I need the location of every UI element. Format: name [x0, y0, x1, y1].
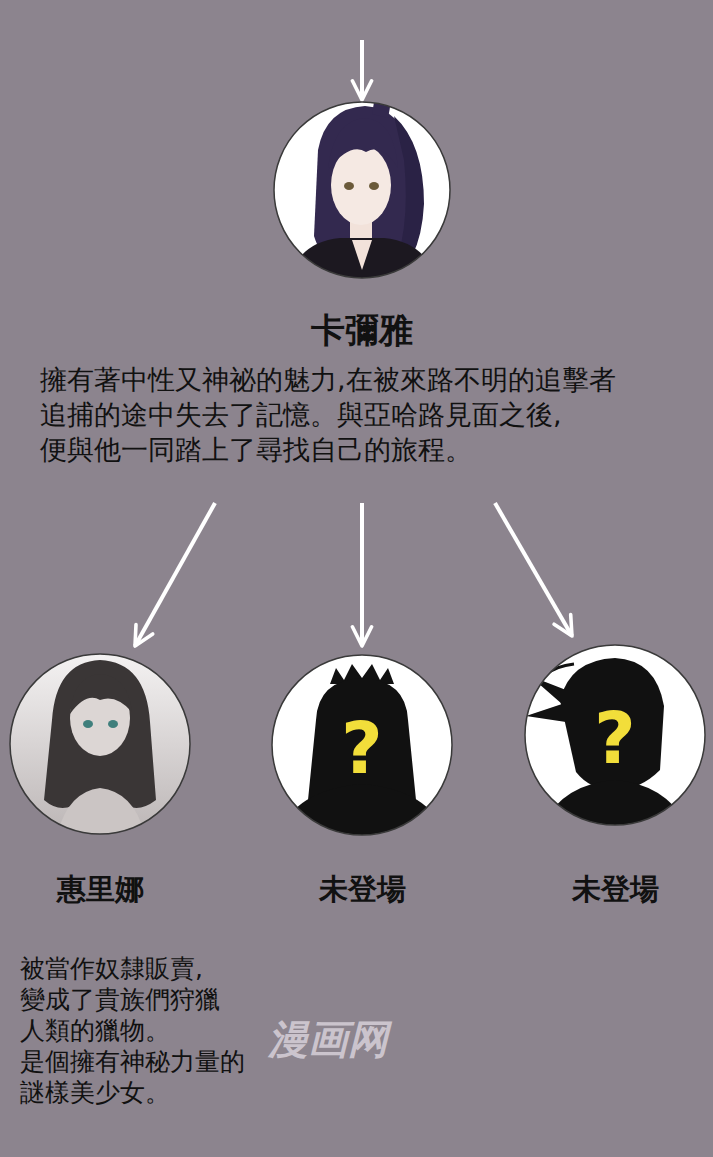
portrait-outline: [274, 102, 450, 278]
character-description: 被當作奴隸販賣, 變成了貴族們狩獵 人類的獵物。 是個擁有神秘力量的 謎樣美少女…: [8, 953, 260, 1114]
mystery-mark: ?: [270, 712, 454, 784]
mystery-mark: ?: [523, 702, 707, 774]
portrait-area: ?: [270, 652, 454, 870]
character-node: 卡彌雅擁有著中性又神祕的魅力,在被來路不明的追擊者 追捕的途中失去了記憶。與亞哈…: [22, 100, 702, 487]
portrait-elina: [10, 654, 190, 840]
character-name: 惠里娜: [10, 870, 190, 908]
portrait-area: [8, 652, 270, 870]
character-node: ? 未登場: [270, 652, 454, 908]
character-name: 未登場: [272, 870, 452, 908]
incoming-arrow: [360, 40, 364, 100]
portrait-area: ?: [523, 642, 707, 870]
character-name: 卡彌雅: [272, 308, 452, 352]
flow-arrow: [135, 503, 215, 646]
portrait-karmia: [274, 58, 450, 282]
character-node: ? 未登場: [523, 642, 707, 908]
flow-arrow: [495, 503, 572, 636]
watermark: 漫画网: [268, 1012, 388, 1067]
character-node: 惠里娜被當作奴隸販賣, 變成了貴族們狩獵 人類的獵物。 是個擁有神秘力量的 謎樣…: [8, 652, 270, 1114]
portrait-outline: [10, 654, 190, 834]
character-description: 擁有著中性又神祕的魅力,在被來路不明的追擊者 追捕的途中失去了記憶。與亞哈路見面…: [22, 362, 680, 487]
flow-arrow: [360, 503, 364, 646]
portrait-circle: [523, 642, 707, 908]
portrait-area: [22, 100, 702, 308]
character-name: 未登場: [525, 870, 705, 908]
